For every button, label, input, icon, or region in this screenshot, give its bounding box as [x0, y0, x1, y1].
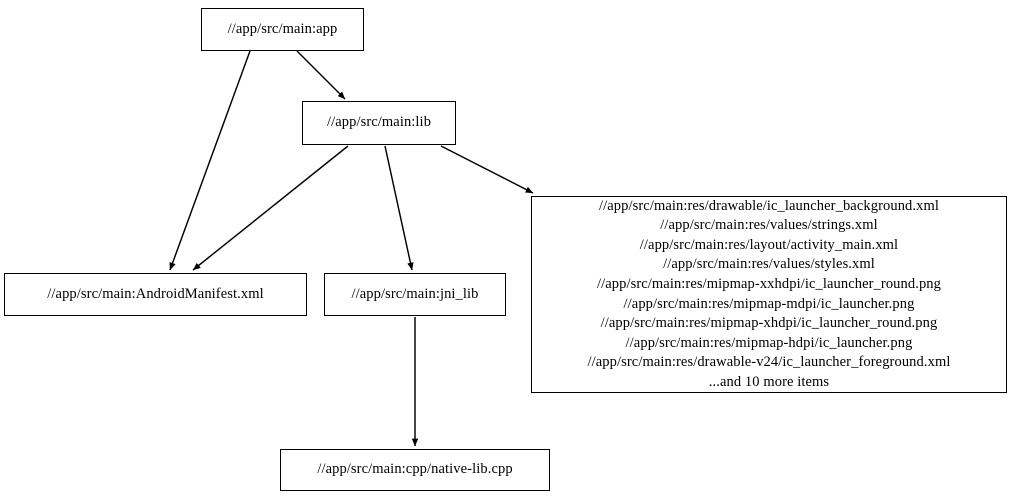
- graph-node-app-label: //app/src/main:app: [227, 20, 338, 37]
- edge-lib-to-manifest: [192, 145, 349, 271]
- graph-node-native-lib-cpp[interactable]: //app/src/main:cpp/native-lib.cpp: [280, 449, 550, 491]
- graph-node-resources-label: //app/src/main:res/drawable/ic_launcher_…: [587, 197, 951, 390]
- graph-node-android-manifest-label: //app/src/main:AndroidManifest.xml: [47, 285, 264, 302]
- graph-node-android-manifest[interactable]: //app/src/main:AndroidManifest.xml: [4, 273, 307, 316]
- graph-node-jni-lib-label: //app/src/main:jni_lib: [351, 285, 479, 302]
- graph-node-lib-label: //app/src/main:lib: [326, 114, 432, 131]
- graph-node-native-lib-cpp-label: //app/src/main:cpp/native-lib.cpp: [317, 461, 513, 478]
- graph-node-jni-lib[interactable]: //app/src/main:jni_lib: [324, 273, 506, 316]
- graph-node-app[interactable]: //app/src/main:app: [201, 8, 364, 51]
- edge-app-to-lib: [296, 50, 346, 100]
- edge-lib-to-resources: [440, 145, 534, 194]
- graph-node-lib[interactable]: //app/src/main:lib: [302, 101, 456, 145]
- graph-node-resources[interactable]: //app/src/main:res/drawable/ic_launcher_…: [531, 196, 1007, 393]
- edge-app-to-manifest: [169, 50, 251, 271]
- edge-lib-to-jni-lib: [384, 145, 414, 271]
